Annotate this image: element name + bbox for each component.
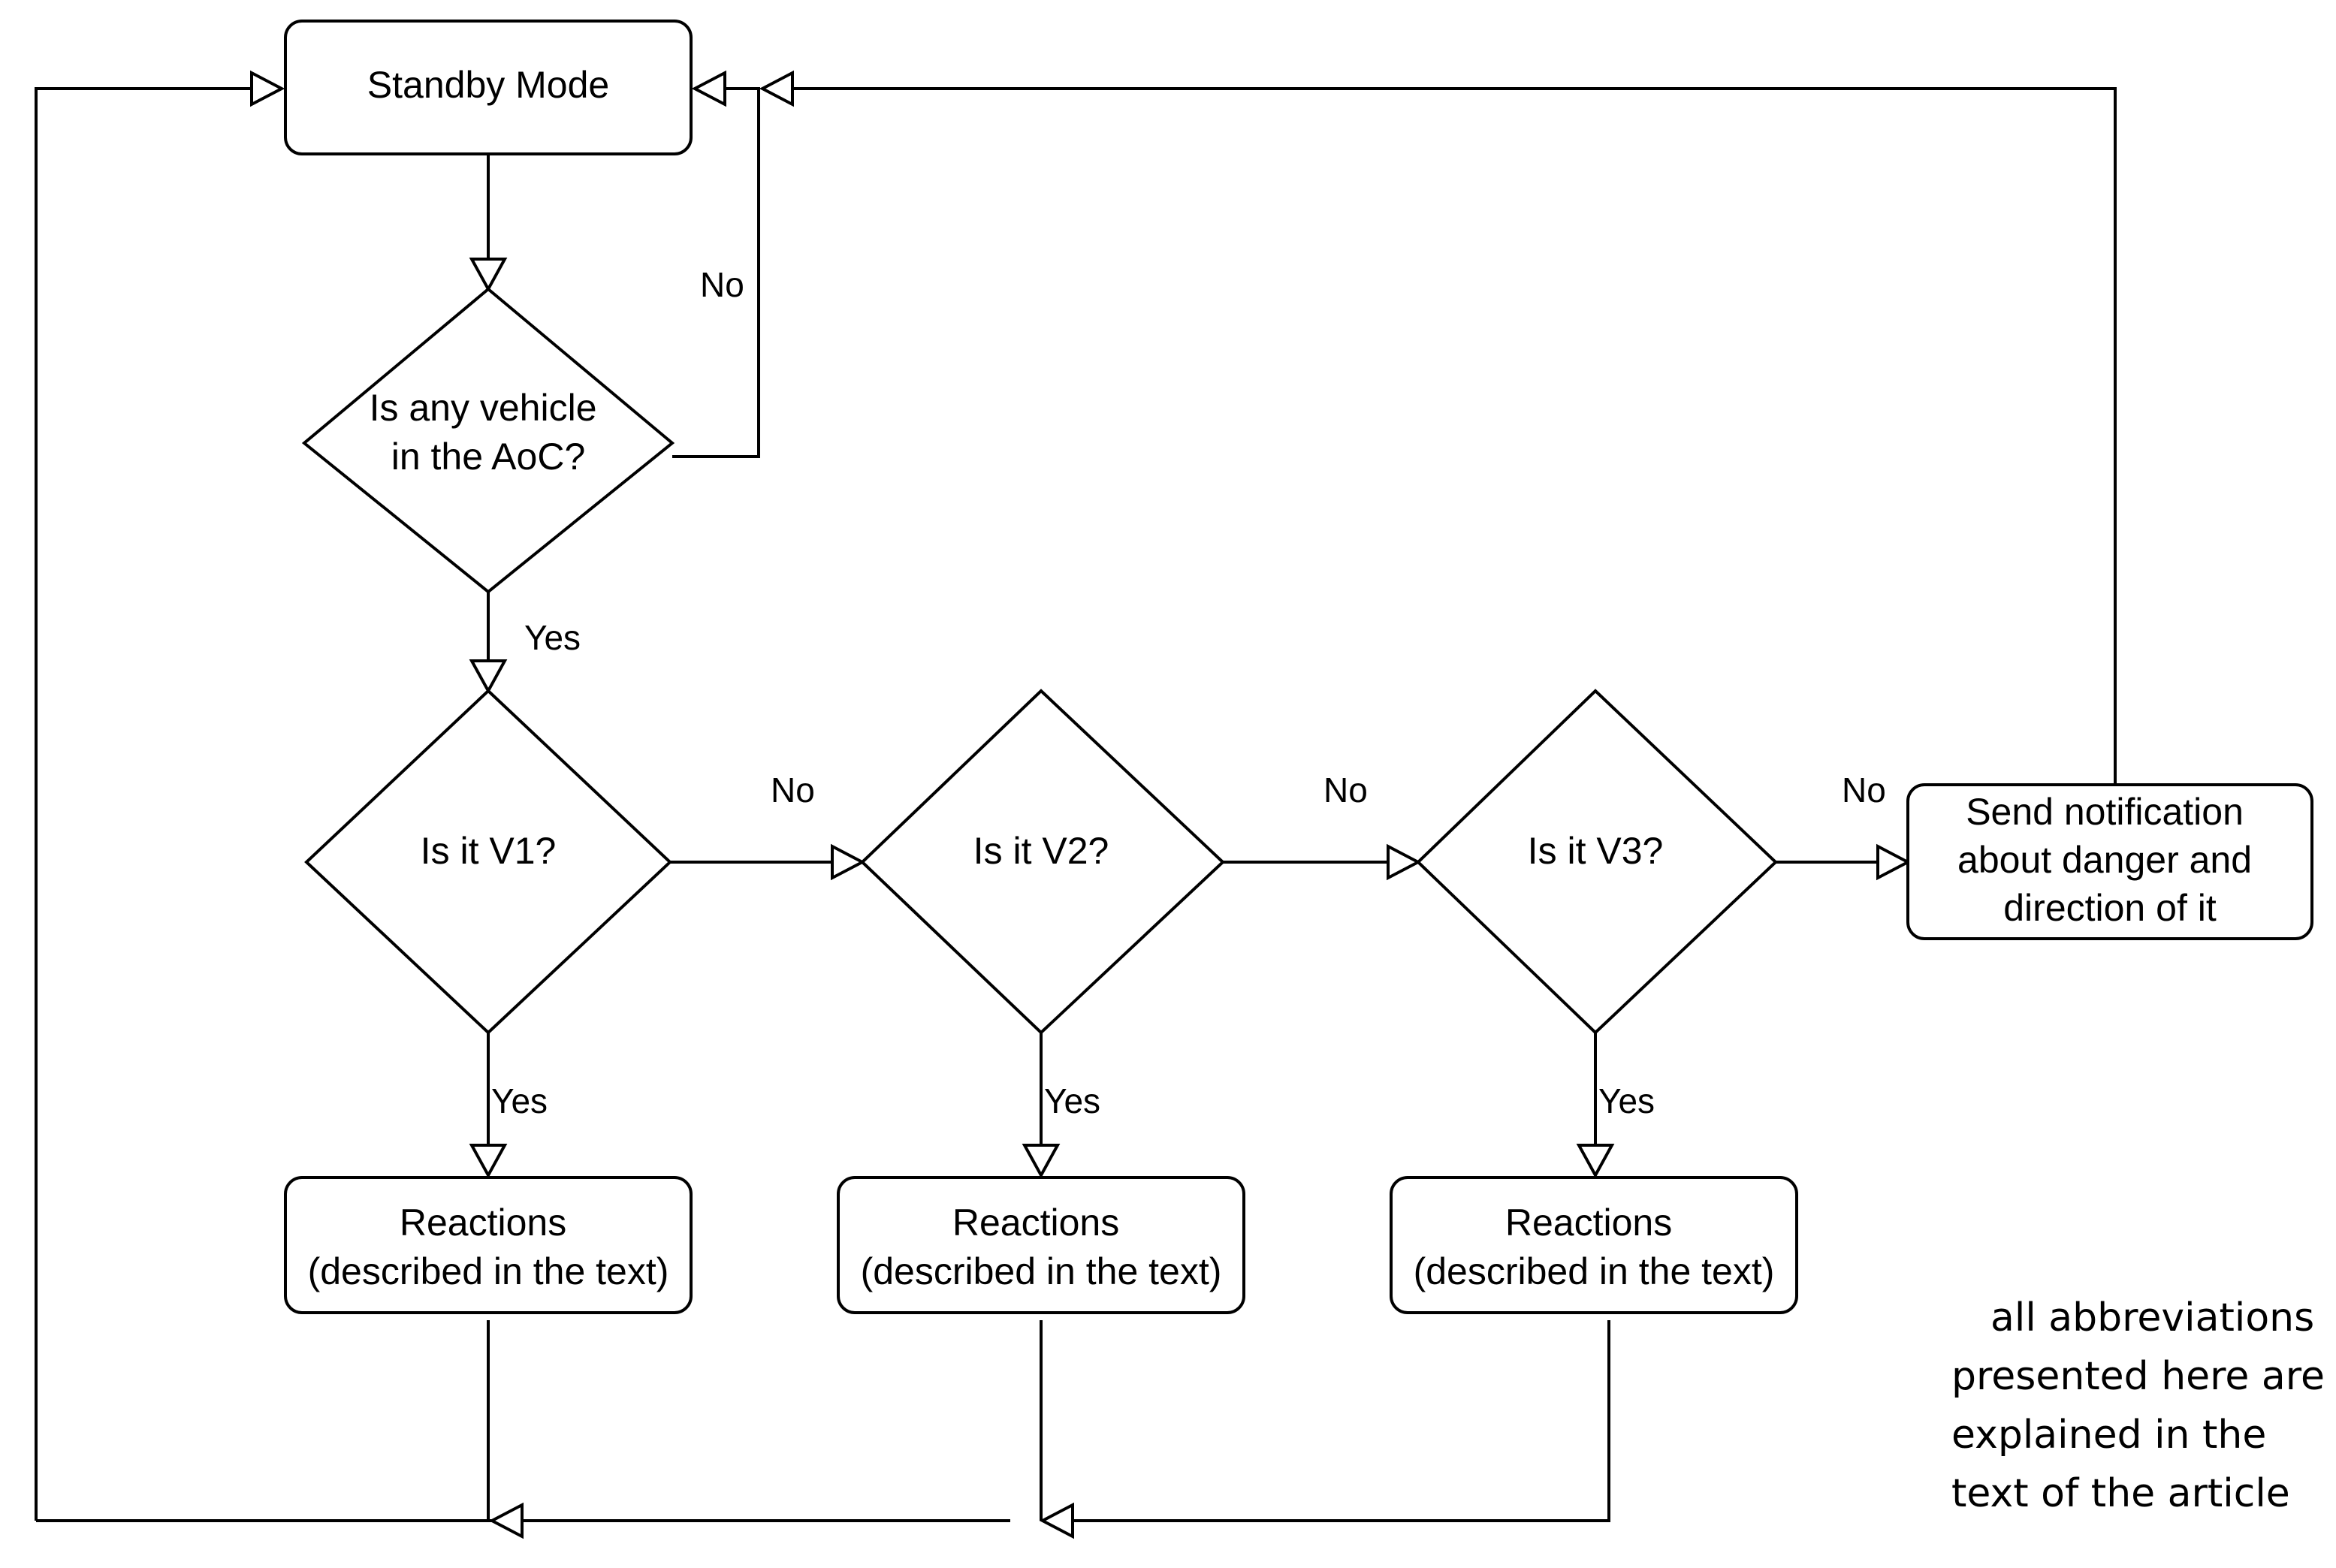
decision-v2: Is it V2? <box>860 689 1225 1035</box>
edge-reactions-v3-down <box>1073 1320 1610 1522</box>
arrowhead-right-v2 <box>831 843 866 881</box>
reactions-v2-label: Reactions (described in the text) <box>861 1202 1222 1292</box>
edge-label-yes-v1: Yes <box>491 1081 548 1120</box>
arrowhead-down-any-vehicle <box>469 258 508 293</box>
decision-v3: Is it V3? <box>1416 689 1778 1035</box>
arrowheads <box>250 70 1912 1539</box>
decision-v1: Is it V1? <box>304 689 672 1035</box>
reactions-v1-label: Reactions (described in the text) <box>308 1202 669 1292</box>
node-reactions-v1: Reactions (described in the text) <box>284 1176 693 1314</box>
edge-left-return <box>35 87 252 1521</box>
decision-v1-label: Is it V1? <box>421 830 557 872</box>
decision-any-vehicle: Is any vehicle in the AoC? <box>301 287 675 594</box>
node-notification: Send notification about danger and direc… <box>1906 783 2313 940</box>
edge-labels: No Yes No No No Yes Yes Yes <box>491 265 1886 1120</box>
edge-label-yes-any-vehicle: Yes <box>524 618 581 657</box>
abbreviations-note: all abbreviations presented here are exp… <box>1951 1295 2336 1516</box>
arrowhead-left-bus-v1 <box>488 1502 524 1539</box>
edge-label-no-any-vehicle: No <box>700 265 744 304</box>
arrowhead-left-standby-notification <box>759 70 794 107</box>
arrowhead-down-reactions-v3 <box>1576 1144 1615 1179</box>
reactions-v3-label: Reactions (described in the text) <box>1414 1202 1775 1292</box>
arrowhead-left-bus-v2 <box>1039 1502 1074 1539</box>
arrowhead-right-notification <box>1876 843 1912 881</box>
arrowhead-right-standby-left <box>250 70 285 107</box>
edge-label-yes-v3: Yes <box>1598 1081 1655 1120</box>
edge-label-yes-v2: Yes <box>1044 1081 1100 1120</box>
decision-any-vehicle-label: Is any vehicle in the AoC? <box>370 387 608 478</box>
arrowhead-right-v3 <box>1387 843 1422 881</box>
node-standby-mode: Standby Mode <box>284 20 693 155</box>
arrowhead-down-reactions-v2 <box>1022 1144 1061 1179</box>
decision-v3-label: Is it V3? <box>1528 830 1664 872</box>
node-reactions-v2: Reactions (described in the text) <box>837 1176 1245 1314</box>
arrowhead-left-standby-no <box>691 70 726 107</box>
decision-v2-label: Is it V2? <box>973 830 1109 872</box>
edge-label-no-v2: No <box>1323 770 1368 810</box>
arrowhead-down-v1 <box>469 659 508 695</box>
edge-any-vehicle-no <box>672 87 760 458</box>
edge-notification-to-standby <box>792 87 2117 785</box>
standby-label: Standby Mode <box>367 64 609 106</box>
edge-label-no-v3: No <box>1842 770 1886 810</box>
node-reactions-v3: Reactions (described in the text) <box>1390 1176 1798 1314</box>
notification-label: Send notification about danger and direc… <box>1957 791 2262 929</box>
arrowhead-down-reactions-v1 <box>469 1144 508 1179</box>
edge-label-no-v1: No <box>771 770 815 810</box>
